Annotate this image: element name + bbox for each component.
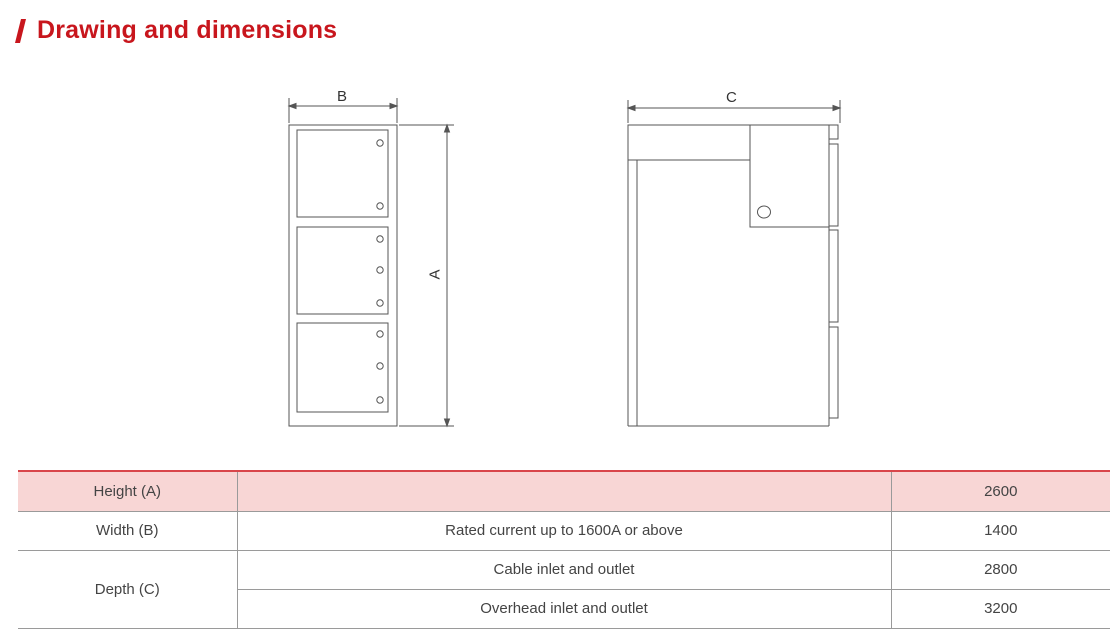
accent-slash-icon: [15, 19, 26, 43]
page-title: Drawing and dimensions: [37, 15, 338, 44]
table-row: Height (A) 2600: [18, 470, 1110, 512]
front-door-3: [296, 322, 389, 413]
depth-label: Depth (C): [18, 550, 238, 629]
depth-cable-value: 2800: [891, 550, 1110, 590]
table-row: Depth (C) Cable inlet and outlet 2800: [18, 550, 1110, 629]
depth-overhead-value: 3200: [891, 589, 1110, 629]
dimension-label-b: B: [337, 88, 348, 105]
depth-cable-desc: Cable inlet and outlet: [237, 550, 892, 590]
front-cabinet-outline: [288, 124, 398, 427]
section-header: Drawing and dimensions: [15, 12, 338, 48]
height-value: 2600: [891, 470, 1110, 512]
dimension-label-c: C: [726, 89, 737, 106]
dimension-table: Height (A) 2600 Width (B) Rated current …: [18, 470, 1110, 629]
front-door-2: [296, 226, 389, 315]
side-upper-compartment: [749, 124, 830, 228]
dimension-label-a: A: [426, 269, 444, 280]
width-desc: Rated current up to 1600A or above: [237, 511, 892, 551]
width-label: Width (B): [18, 511, 238, 551]
height-desc: [237, 470, 892, 512]
depth-overhead-desc: Overhead inlet and outlet: [237, 589, 892, 629]
front-door-1: [296, 129, 389, 218]
side-top-box: [627, 124, 751, 161]
height-label: Height (A): [18, 470, 238, 512]
table-row: Overhead inlet and outlet 3200: [18, 589, 1110, 629]
width-value: 1400: [891, 511, 1110, 551]
table-row: Width (B) Rated current up to 1600A or a…: [18, 511, 1110, 551]
